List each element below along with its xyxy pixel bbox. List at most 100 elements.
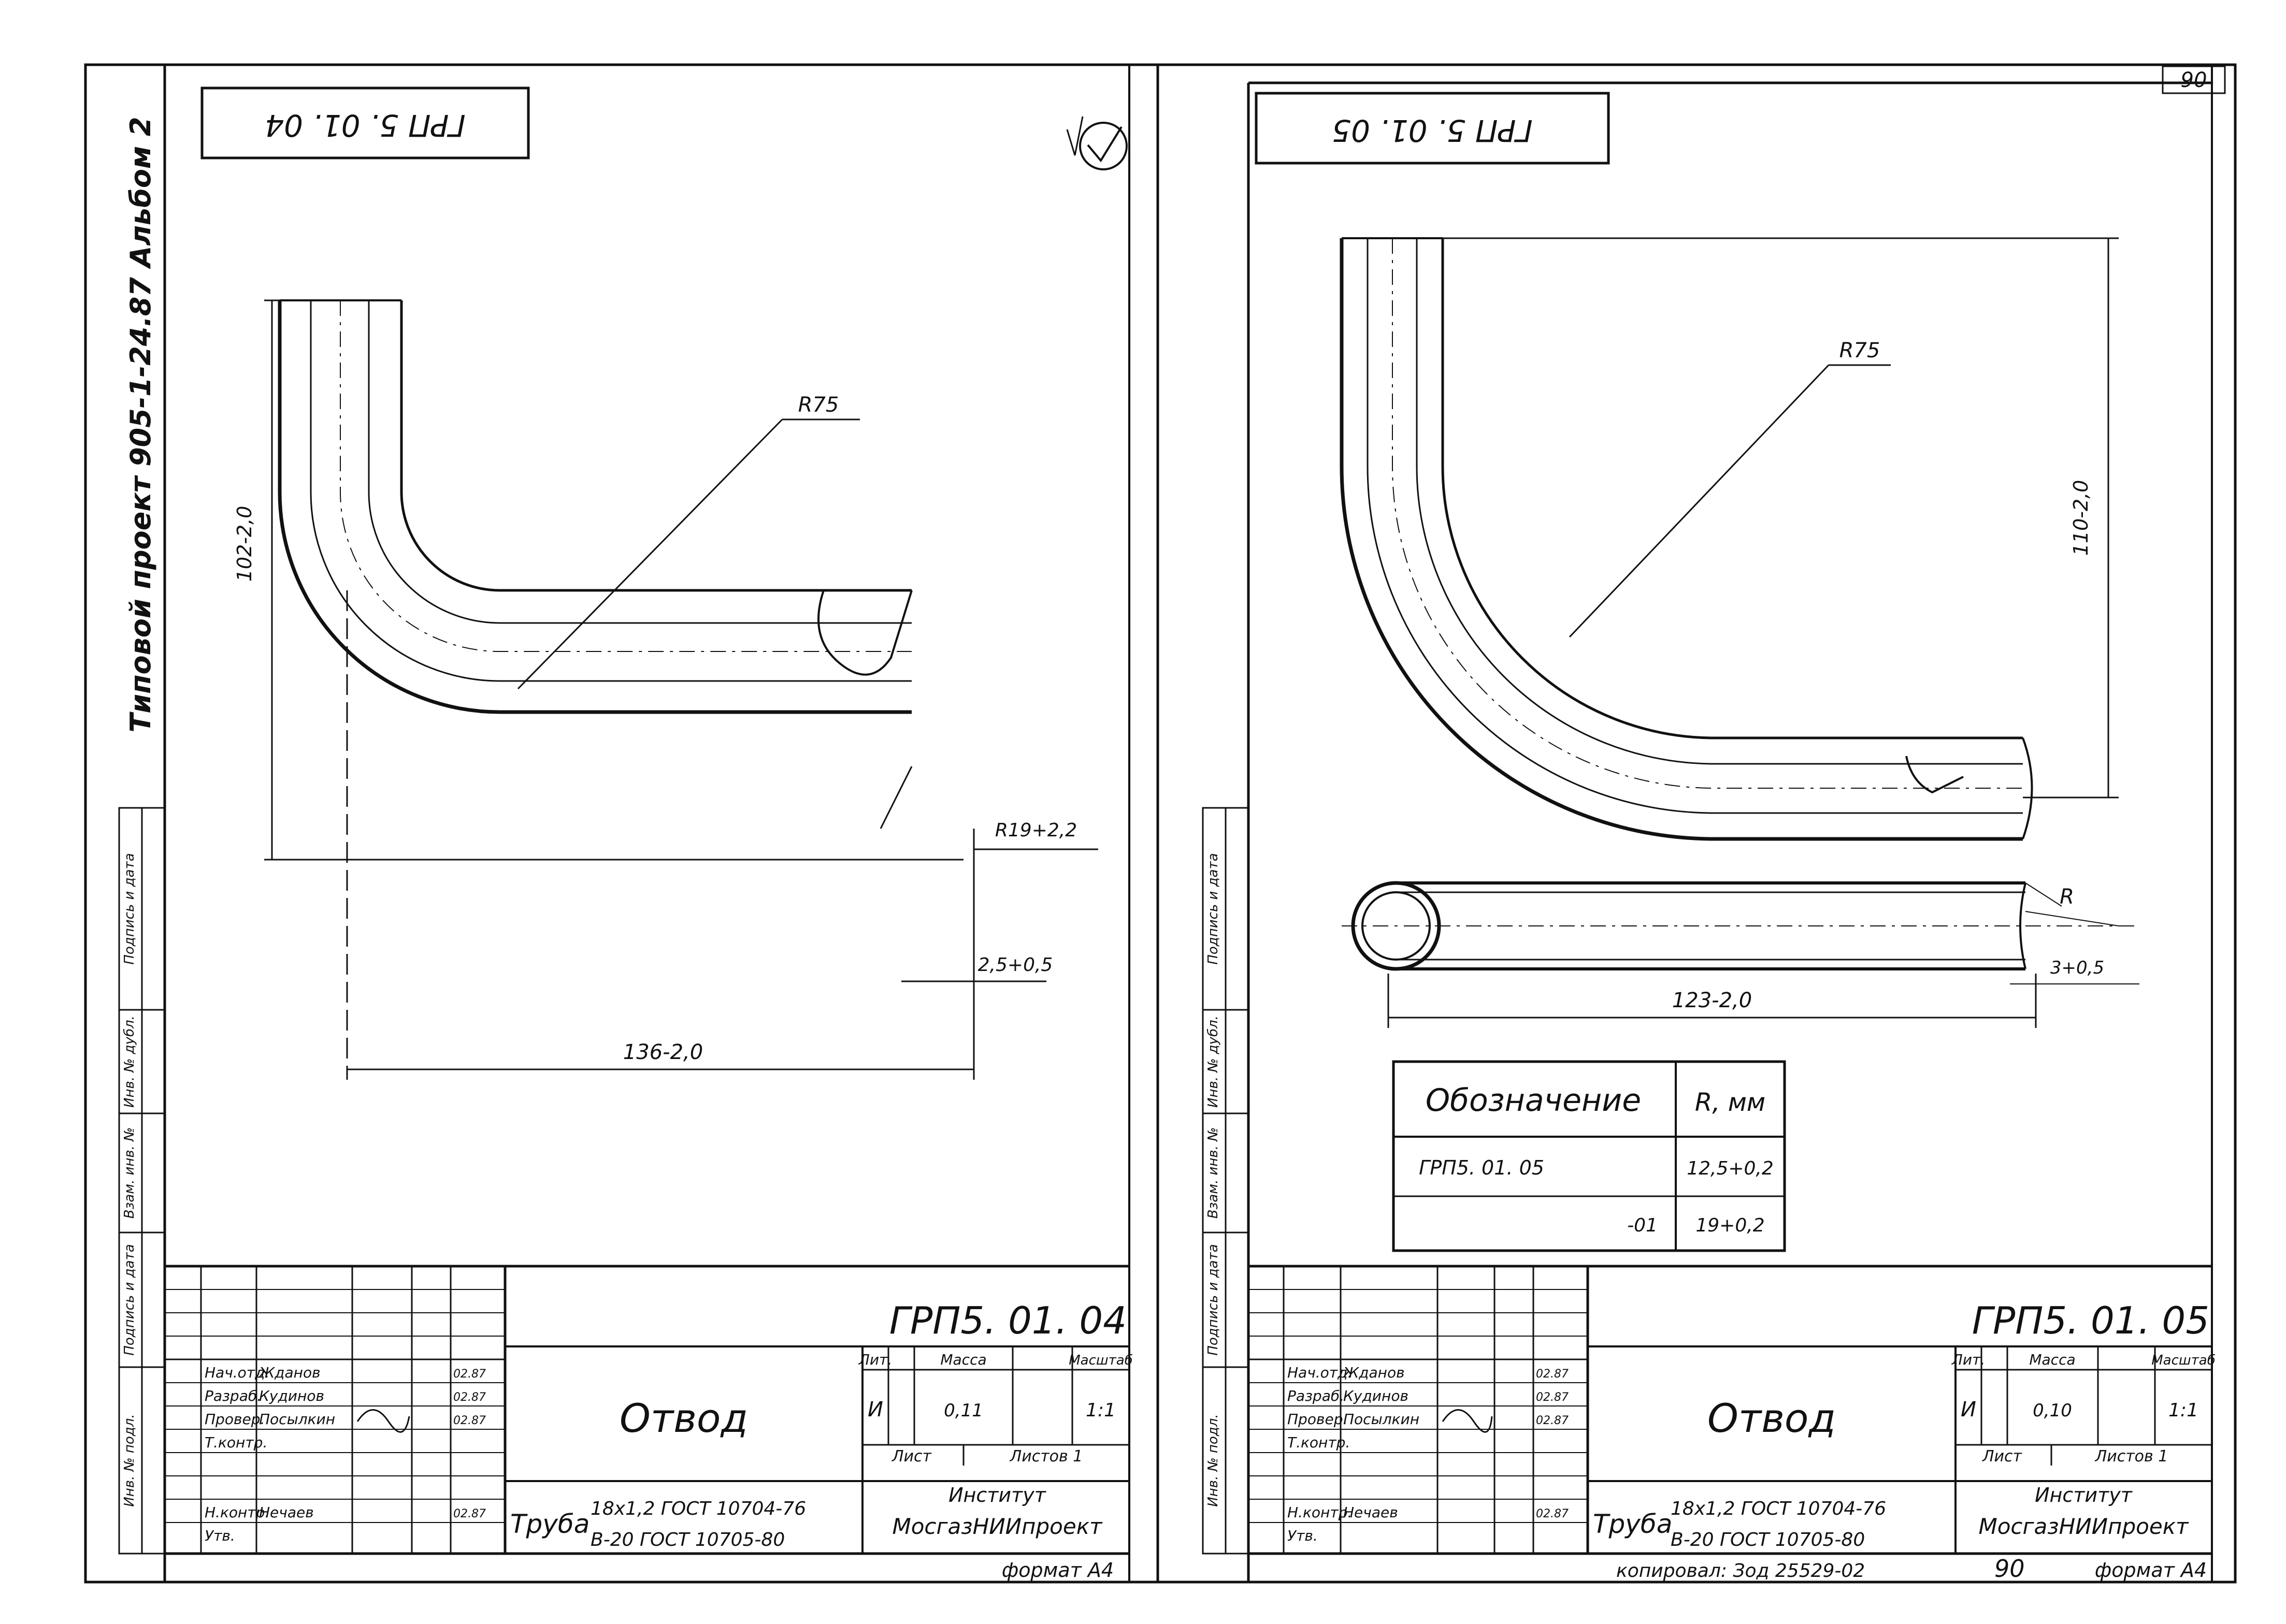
right-dim-end-depth: 3+0,5: [2050, 958, 2104, 978]
left-org-1: Институт: [948, 1484, 1047, 1506]
right-date-2: 02.87: [1536, 1391, 1569, 1404]
left-sheets-label: Листов 1: [1010, 1447, 1083, 1466]
left-dim-end-depth: 2,5+0,5: [978, 954, 1053, 976]
left-sheet-label: Лист: [892, 1447, 932, 1466]
right-stamp-label-4: Подпись и дата: [1205, 1244, 1221, 1355]
left-dim-radius: R75: [798, 393, 839, 417]
left-org-2: МосгазНИИпроект: [892, 1514, 1103, 1539]
right-role-4: Т.контр.: [1287, 1434, 1350, 1451]
right-variants-table: [1392, 1060, 1786, 1252]
left-person-2: Кудинов: [259, 1387, 324, 1404]
right-signature-icon: [1442, 1409, 1493, 1433]
right-person-1: Жданов: [1342, 1364, 1405, 1381]
page-number: 90: [2181, 68, 2207, 92]
right-straight-pipe: [1342, 881, 2139, 971]
left-hdr-mass: Масса: [940, 1351, 986, 1368]
left-person-3: Посылкин: [259, 1411, 335, 1428]
table-row2-radius: 19+0,2: [1695, 1215, 1764, 1236]
right-hdr-lit: Лит.: [1951, 1351, 1985, 1368]
left-material-2: В-20 ГОСТ 10705-80: [591, 1529, 785, 1550]
left-dim-end-radius: R19+2,2: [995, 820, 1077, 841]
left-stamp-label-3: Взам. инв. №: [122, 1127, 137, 1219]
left-letter: И: [868, 1398, 883, 1422]
right-stamp-label-3: Взам. инв. №: [1205, 1127, 1221, 1219]
left-designation: ГРП5. 01. 04: [889, 1299, 1127, 1342]
right-role-3: Провер.: [1287, 1411, 1347, 1428]
right-material-1: 18x1,2 ГОСТ 10704-76: [1671, 1498, 1886, 1519]
table-row1-radius: 12,5+0,2: [1687, 1158, 1774, 1179]
right-dim-vertical: 110-2,0: [2069, 480, 2092, 556]
right-sheets-label: Листов 1: [2095, 1447, 2168, 1466]
left-mirror-code-box: [200, 86, 530, 160]
table-header-radius: R, мм: [1695, 1088, 1765, 1117]
left-stamp-label-4: Подпись и дата: [122, 1244, 137, 1355]
right-date-5: 02.87: [1536, 1507, 1569, 1520]
left-role-6: Утв.: [205, 1527, 235, 1544]
page-number-box: [2162, 65, 2226, 94]
right-mass: 0,10: [2033, 1400, 2072, 1421]
right-stamp-label-1: Подпись и дата: [1205, 853, 1221, 964]
left-sheet: ГРП 5. 01. 04 Типовой проект 905-1-24.87…: [84, 63, 1159, 1584]
left-stamp-label-5: Инв. № подл.: [122, 1414, 137, 1506]
right-org-2: МосгазНИИпроект: [1978, 1514, 2189, 1539]
left-roughness-icon: [1066, 116, 1128, 170]
left-signature-icon: [356, 1409, 410, 1433]
right-dim-horizontal: 123-2,0: [1672, 989, 1752, 1012]
right-format: формат А4: [2095, 1559, 2207, 1582]
right-hdr-scale: Масштаб: [2151, 1353, 2216, 1368]
left-role-2: Разраб.: [205, 1387, 262, 1404]
right-role-5: Н.контр.: [1287, 1504, 1352, 1521]
left-person-5: Нечаев: [259, 1504, 314, 1521]
right-role-6: Утв.: [1287, 1527, 1318, 1544]
left-date-3: 02.87: [453, 1414, 486, 1427]
right-letter: И: [1961, 1398, 1976, 1422]
left-role-5: Н.контр.: [205, 1504, 269, 1521]
right-designation: ГРП5. 01. 05: [1972, 1299, 2209, 1342]
right-stamp-label-5: Инв. № подл.: [1205, 1414, 1221, 1506]
right-scale: 1:1: [2168, 1400, 2198, 1421]
left-hdr-lit: Лит.: [858, 1351, 892, 1368]
album-vertical-text: Типовой проект 905-1-24.87 Альбом 2: [124, 117, 157, 733]
left-dim-horizontal: 136-2,0: [623, 1040, 703, 1064]
left-mass: 0,11: [944, 1400, 983, 1421]
right-mirror-code-box: [1255, 92, 1610, 165]
footer-copy: копировал: Зод 25529-02: [1616, 1560, 1865, 1582]
right-person-3: Посылкин: [1343, 1411, 1419, 1428]
right-sheet-border: [1156, 63, 2237, 1584]
right-date-3: 02.87: [1536, 1414, 1569, 1427]
right-role-1: Нач.отд.: [1287, 1364, 1352, 1381]
right-part-name: Отвод: [1707, 1395, 1836, 1441]
left-role-1: Нач.отд.: [205, 1364, 269, 1381]
right-side-stamp: [1202, 807, 1249, 1555]
right-title-block: [1248, 1265, 2212, 1555]
right-date-1: 02.87: [1536, 1368, 1569, 1381]
left-dimensions: [264, 299, 1098, 1080]
left-part-name: Отвод: [620, 1395, 748, 1441]
footer-format-num: 90: [1994, 1555, 2025, 1583]
left-format: формат А4: [1002, 1559, 1114, 1582]
right-mirror-code: ГРП 5. 01. 05: [1332, 113, 1533, 148]
right-dim-radius: R75: [1839, 339, 1880, 363]
right-sheet: 90 ГРП 5. 01. 05: [1156, 63, 2237, 1584]
left-scale: 1:1: [1086, 1400, 1116, 1421]
left-role-3: Провер.: [205, 1411, 265, 1428]
left-person-1: Жданов: [258, 1364, 321, 1381]
left-side-stamp: [118, 807, 166, 1555]
left-material-prefix: Труба: [510, 1509, 590, 1539]
left-role-4: Т.контр.: [205, 1434, 267, 1451]
left-pipe-bend: [278, 299, 913, 714]
left-stamp-label-1: Подпись и дата: [122, 853, 137, 964]
left-date-1: 02.87: [453, 1368, 486, 1381]
right-dimensions: [1387, 237, 2139, 1028]
right-dim-end-radius: R: [2060, 885, 2074, 909]
right-pipe-bend: [1340, 237, 2033, 841]
right-stamp-label-2: Инв. № дубл.: [1205, 1016, 1221, 1108]
right-material-prefix: Труба: [1593, 1509, 1672, 1539]
left-dim-vertical: 102-2,0: [233, 506, 256, 582]
left-stamp-label-2: Инв. № дубл.: [122, 1016, 137, 1108]
right-sheet-label: Лист: [1982, 1447, 2023, 1466]
right-hdr-mass: Масса: [2029, 1351, 2075, 1368]
left-title-block: [165, 1265, 1129, 1555]
right-person-2: Кудинов: [1343, 1387, 1408, 1404]
